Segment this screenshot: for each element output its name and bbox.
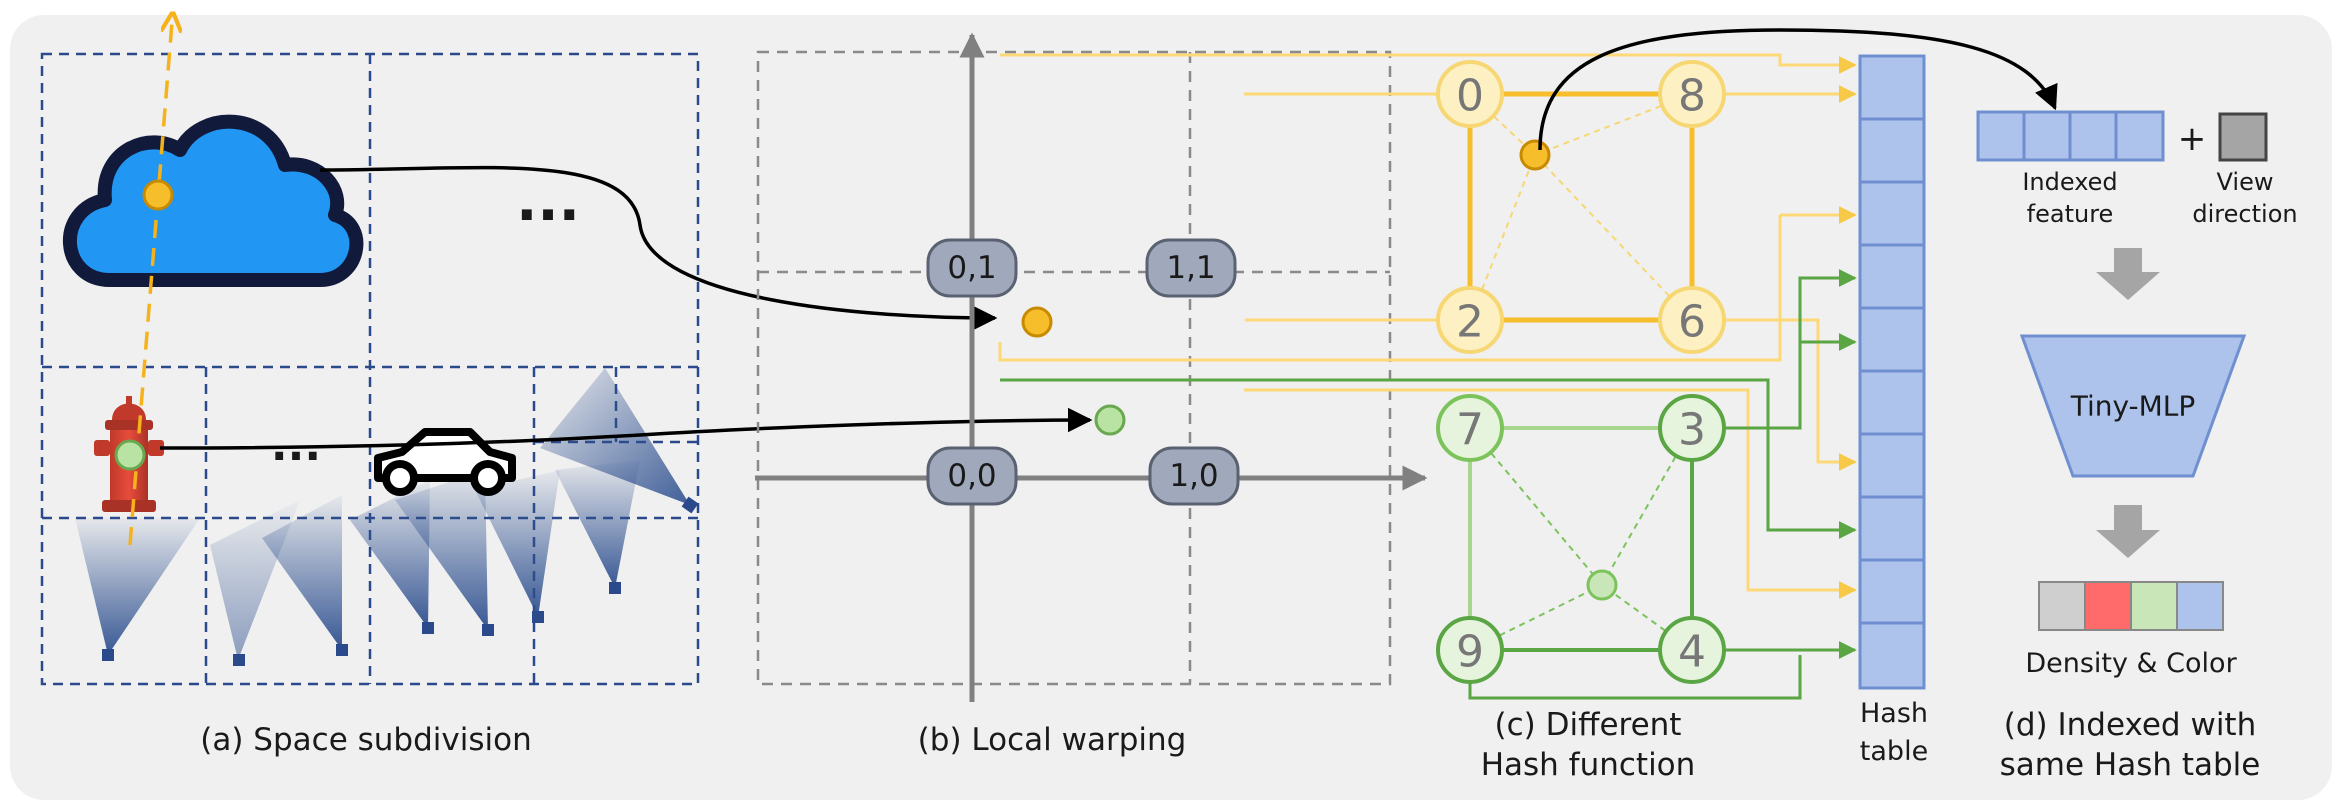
panel-d-indexed: + Indexed feature View direction Tiny-ML… bbox=[1976, 110, 2298, 783]
green-hash-cell: 7 3 9 4 bbox=[1436, 394, 1726, 684]
query-point-green bbox=[1586, 569, 1618, 601]
caption-d-line1: (d) Indexed with bbox=[2004, 707, 2256, 743]
tiny-mlp-label: Tiny-MLP bbox=[2070, 390, 2196, 423]
view-direction-label-line2: direction bbox=[2192, 200, 2297, 228]
node-4-label: 4 bbox=[1678, 627, 1706, 678]
node-4 bbox=[1658, 616, 1726, 684]
feature-lookup-arrow bbox=[1538, 28, 2058, 151]
node-2 bbox=[1436, 286, 1504, 354]
warped-point-yellow bbox=[1021, 306, 1053, 338]
panel-b-local-warping: 0,1 1,1 0,0 1,0 (b) Local warping bbox=[755, 32, 1428, 758]
cloud-object bbox=[63, 114, 364, 287]
node-8-label: 8 bbox=[1678, 71, 1706, 122]
caption-d-line2: same Hash table bbox=[2000, 747, 2261, 783]
query-point-yellow bbox=[1519, 139, 1551, 171]
ellipsis-upper: ... bbox=[516, 169, 580, 234]
caption-b: (b) Local warping bbox=[918, 722, 1187, 758]
hash-table bbox=[1858, 54, 1926, 690]
corner-1-0: 1,0 bbox=[1148, 446, 1240, 506]
indexed-feature-vector bbox=[1976, 110, 2165, 162]
density-color-label: Density & Color bbox=[2025, 648, 2237, 679]
node-3-label: 3 bbox=[1678, 405, 1706, 456]
sample-point-yellow bbox=[142, 179, 174, 211]
node-2-label: 2 bbox=[1456, 297, 1484, 348]
mapping-curve-upper bbox=[319, 165, 998, 331]
hash-table-label-line2: table bbox=[1860, 736, 1928, 767]
node-0 bbox=[1436, 60, 1504, 128]
background-panel bbox=[10, 15, 2332, 800]
panel-c-hash-functions: 0 8 2 6 7 bbox=[998, 53, 1857, 783]
view-direction-label-line1: View bbox=[2217, 168, 2274, 196]
indexed-feature-label-line1: Indexed bbox=[2022, 168, 2117, 196]
corner-1-0-label: 1,0 bbox=[1169, 458, 1218, 494]
node-6 bbox=[1658, 286, 1726, 354]
hash-table-label-line1: Hash bbox=[1860, 698, 1928, 729]
corner-1-1-label: 1,1 bbox=[1166, 250, 1215, 286]
sample-point-green bbox=[114, 439, 146, 471]
density-color-vector bbox=[2038, 581, 2224, 631]
node-6-label: 6 bbox=[1678, 297, 1706, 348]
down-arrow-1 bbox=[2096, 248, 2160, 300]
corner-0-1-label: 0,1 bbox=[947, 250, 996, 286]
node-9-label: 9 bbox=[1456, 627, 1484, 678]
caption-c-line1: (c) Different bbox=[1495, 707, 1682, 743]
node-0-label: 0 bbox=[1456, 71, 1484, 122]
node-7 bbox=[1436, 394, 1504, 462]
node-3 bbox=[1658, 394, 1726, 462]
mapping-curve-lower bbox=[159, 407, 1093, 450]
indexed-feature-label-line2: feature bbox=[2027, 200, 2114, 228]
yellow-hash-cell: 0 8 2 6 bbox=[1436, 60, 1726, 354]
plus-sign: + bbox=[2178, 119, 2207, 159]
warping-grid bbox=[756, 50, 1392, 686]
warped-point-green bbox=[1094, 404, 1126, 436]
caption-c-line2: Hash function bbox=[1481, 747, 1696, 783]
down-arrow-2 bbox=[2096, 505, 2160, 558]
node-7-label: 7 bbox=[1456, 405, 1484, 456]
corner-0-0-label: 0,0 bbox=[947, 458, 996, 494]
panel-a-space-subdivision: ... ... (a) Space subdivision bbox=[40, 22, 700, 758]
corner-0-0: 0,0 bbox=[926, 446, 1018, 506]
view-direction-box bbox=[2218, 112, 2268, 162]
corner-0-1: 0,1 bbox=[926, 238, 1018, 298]
corner-1-1: 1,1 bbox=[1145, 238, 1237, 298]
tiny-mlp-block bbox=[2019, 334, 2247, 478]
caption-a: (a) Space subdivision bbox=[200, 722, 531, 758]
node-8 bbox=[1658, 60, 1726, 128]
node-9 bbox=[1436, 616, 1504, 684]
